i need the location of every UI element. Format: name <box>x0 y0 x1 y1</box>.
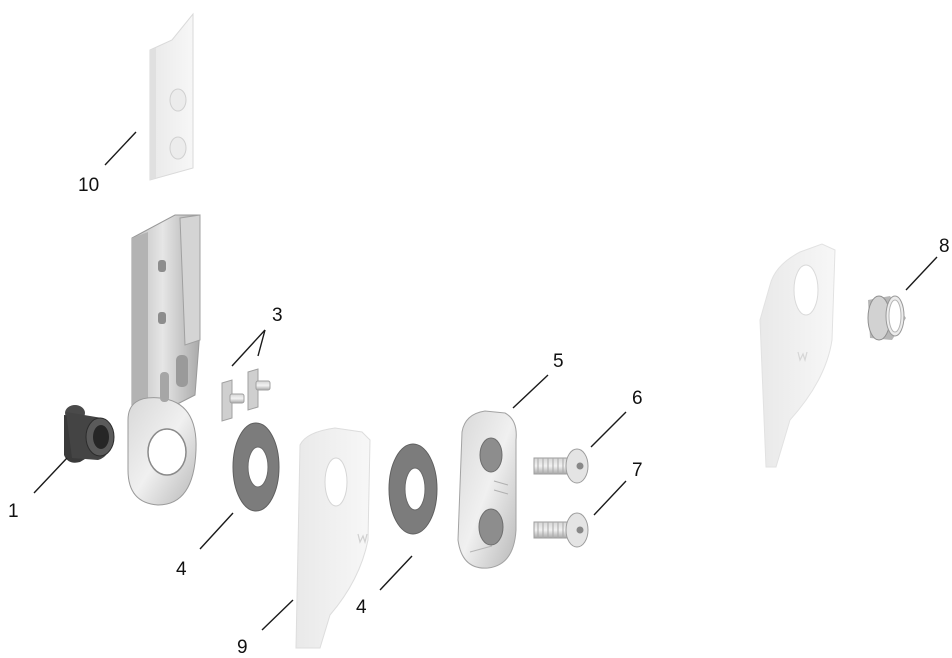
callout-1: 1 <box>8 501 19 522</box>
part-6-screw <box>533 448 589 484</box>
part-4-washer-left <box>232 422 280 512</box>
callout-9: 9 <box>237 637 248 658</box>
leader-1 <box>33 457 68 494</box>
callout-7: 7 <box>632 460 643 481</box>
callout-6: 6 <box>632 388 643 409</box>
leader-3b <box>257 329 266 357</box>
leader-8 <box>905 256 938 291</box>
leader-6 <box>590 411 627 448</box>
part-3-pins <box>221 368 271 422</box>
part-8-ring <box>867 295 906 341</box>
leader-5 <box>512 374 549 409</box>
part-5-end-plate <box>457 410 517 569</box>
leader-7 <box>593 480 627 516</box>
leader-lines <box>33 131 938 631</box>
callout-3: 3 <box>272 305 283 326</box>
leader-10 <box>104 131 137 166</box>
callout-4-right: 4 <box>356 597 367 618</box>
main-bracket <box>127 214 201 506</box>
callout-10: 10 <box>78 175 100 196</box>
spare-cover-plate <box>759 243 836 468</box>
part-10-spacer-block <box>149 12 194 181</box>
part-1-bushing <box>64 405 115 463</box>
leader-3a <box>231 329 266 367</box>
part-7-screw <box>533 512 589 548</box>
callout-8: 8 <box>939 236 950 257</box>
part-9-cover-plate <box>295 427 371 649</box>
leader-4a <box>199 512 234 550</box>
callout-4-left: 4 <box>176 559 187 580</box>
callout-5: 5 <box>553 351 564 372</box>
part-4-washer-right <box>388 443 438 535</box>
leader-9 <box>261 599 294 631</box>
leader-4b <box>379 555 413 591</box>
